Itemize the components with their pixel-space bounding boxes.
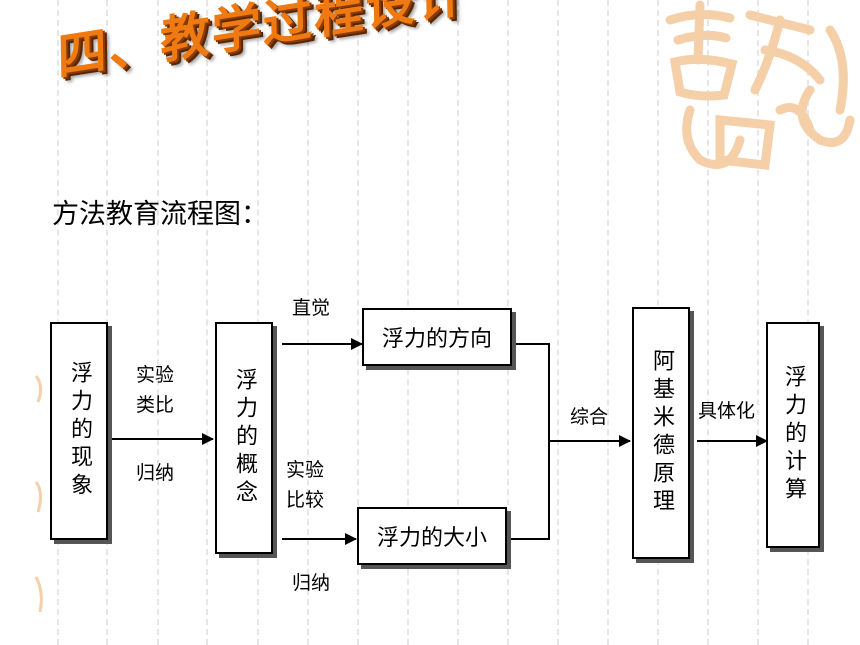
box-buoyancy-phenomenon: 浮力的现象 bbox=[50, 322, 108, 540]
box-buoyancy-concept: 浮力的概念 bbox=[215, 322, 273, 554]
grid-line bbox=[206, 0, 208, 645]
grid-line bbox=[557, 0, 559, 645]
grid-line bbox=[357, 0, 359, 645]
grid-line bbox=[757, 0, 759, 645]
box-buoyancy-calculation: 浮力的计算 bbox=[766, 322, 820, 548]
label-synthesis: 综合 bbox=[570, 406, 609, 428]
diagram-subtitle: 方法教育流程图： bbox=[52, 199, 268, 230]
label-induction-2: 归纳 bbox=[292, 572, 331, 594]
label-induction-1: 归纳 bbox=[136, 462, 175, 484]
label-experiment-compare: 实验 比较 bbox=[286, 459, 325, 511]
grid-line bbox=[307, 0, 309, 645]
label-intuition: 直觉 bbox=[292, 297, 331, 319]
grid-line bbox=[607, 0, 609, 645]
grid-line bbox=[157, 0, 159, 645]
label-experiment-analogy: 实验 类比 bbox=[136, 364, 175, 416]
box-archimedes-principle: 阿基米德原理 bbox=[632, 307, 690, 559]
decorative-mark-icon bbox=[34, 375, 43, 613]
box-buoyancy-magnitude: 浮力的大小 bbox=[357, 507, 507, 565]
connector-direction-merge bbox=[507, 343, 550, 540]
grid-line bbox=[707, 0, 709, 645]
box-buoyancy-direction: 浮力的方向 bbox=[362, 308, 512, 366]
label-concretize: 具体化 bbox=[698, 400, 756, 422]
decorative-seal-icon bbox=[665, 0, 855, 170]
